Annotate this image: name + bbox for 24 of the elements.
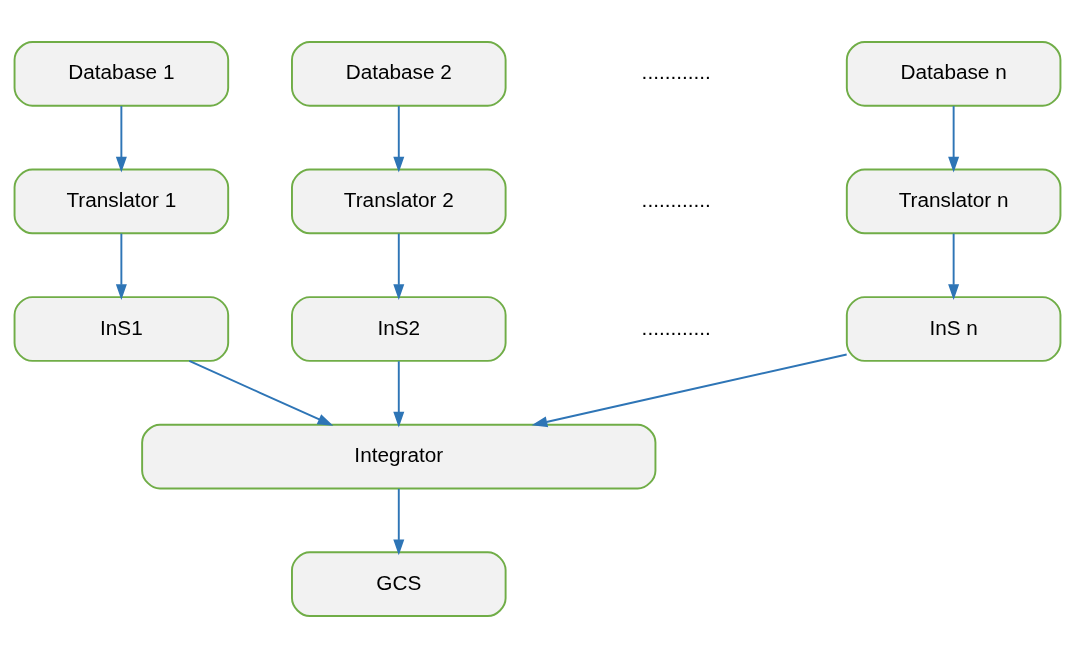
label: ............: [641, 187, 711, 211]
node-box: Translator 1: [13, 168, 230, 234]
arrow: [393, 359, 405, 428]
label: ............: [641, 59, 711, 83]
arrow: [115, 232, 127, 300]
label: ............: [641, 314, 711, 338]
node-box: InS1: [13, 295, 230, 362]
node-box: InS n: [845, 295, 1062, 362]
node-box: Database 2: [291, 40, 507, 107]
node-box: Integrator: [141, 423, 657, 489]
arrow: [393, 232, 405, 300]
arrow: [393, 487, 405, 555]
node-box: Translator 2: [291, 168, 507, 234]
arrow: [531, 353, 848, 427]
node-box: Translator n: [845, 168, 1062, 234]
arrow: [188, 359, 334, 426]
arrow: [393, 104, 405, 172]
arrow: [115, 104, 127, 172]
node-box: InS2: [291, 295, 507, 362]
node-box: Database 1: [13, 40, 230, 107]
arrow: [948, 232, 960, 300]
arrow: [948, 104, 960, 172]
node-box: Database n: [845, 40, 1062, 107]
node-box: GCS: [291, 550, 507, 617]
